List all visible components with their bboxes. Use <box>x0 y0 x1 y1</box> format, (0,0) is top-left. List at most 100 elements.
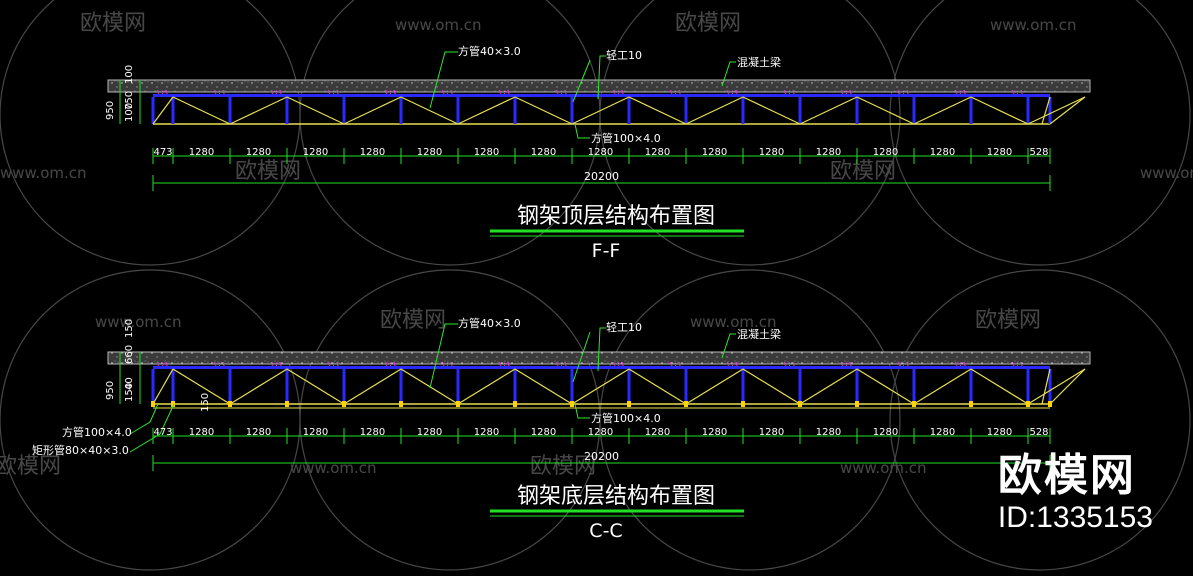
vertical-post <box>855 97 859 124</box>
span-dimension: 1280 <box>987 427 1012 438</box>
leader-rect-tube <box>129 403 175 453</box>
web-diagonal <box>514 368 573 405</box>
watermark-circle <box>0 269 301 571</box>
vertical-post <box>456 97 460 124</box>
watermark-site: www.om.cn <box>0 164 87 182</box>
vertical-post <box>151 369 155 404</box>
bottom-node <box>798 401 802 407</box>
anchor-mark: ɩ:ɩ <box>213 88 226 96</box>
vertical-post <box>285 369 289 404</box>
span-dimension: 528 <box>1029 427 1048 438</box>
label-tube100: 方管100×4.0 <box>591 131 661 145</box>
span-dimension: 1280 <box>645 427 670 438</box>
vertical-post <box>1048 97 1052 124</box>
leader-ibeam <box>597 55 606 100</box>
anchor-mark: ɩ:ɩ <box>498 88 511 96</box>
anchor-mark: ɩ:ɩ <box>327 360 340 368</box>
anchor-mark: ɩ:ɩ <box>669 360 682 368</box>
span-dimension: 1280 <box>702 147 727 158</box>
vertical-post <box>513 369 517 404</box>
height-dim: 950 <box>105 101 116 120</box>
height-dim: 100 <box>124 103 135 122</box>
height-dim: 660 <box>124 345 135 364</box>
watermark-name: 欧模网 <box>80 11 146 36</box>
section-label: C-C <box>589 520 622 542</box>
web-diagonal <box>514 96 573 125</box>
span-dimension: 1280 <box>360 427 385 438</box>
bottom-node <box>570 401 574 407</box>
vertical-post <box>1048 369 1052 404</box>
drawing-title: 钢架底层结构布置图 <box>517 484 715 509</box>
span-dimension: 1280 <box>930 427 955 438</box>
web-diagonal <box>799 368 858 405</box>
anchor-mark: ɩ:ɩ <box>954 360 967 368</box>
height-dim: 950 <box>105 381 116 400</box>
label-tube100-left: 方管100×4.0 <box>62 425 132 439</box>
anchor-mark: ɩ:ɩ <box>840 360 853 368</box>
anchor-mark: ɩ:ɩ <box>1011 88 1024 96</box>
watermark-name: 欧模网 <box>0 454 61 479</box>
vertical-post <box>228 369 232 404</box>
watermark-circle <box>299 0 601 266</box>
web-diagonal <box>628 368 687 405</box>
vertical-post <box>513 97 517 124</box>
vertical-post <box>456 369 460 404</box>
bottom-node <box>399 401 403 407</box>
web-diagonal <box>628 96 687 125</box>
watermark-site: www.om.cn <box>690 313 777 331</box>
span-dimension: 1280 <box>474 427 499 438</box>
vertical-post <box>741 369 745 404</box>
vertical-post <box>1026 369 1030 404</box>
vertical-post <box>969 369 973 404</box>
leader-concrete <box>721 333 736 359</box>
label-tube100: 方管100×4.0 <box>591 411 661 425</box>
vertical-post <box>151 97 155 124</box>
web-diagonal <box>685 96 744 125</box>
vertical-post <box>798 97 802 124</box>
vertical-post <box>285 97 289 124</box>
bottom-node <box>741 401 745 407</box>
anchor-mark: ɩ:ɩ <box>213 360 226 368</box>
leader-tube100 <box>574 403 590 419</box>
vertical-post <box>342 369 346 404</box>
top-chord <box>153 94 1050 97</box>
span-dimension: 1280 <box>816 427 841 438</box>
watermark-circle <box>889 269 1191 571</box>
span-dimension: 1280 <box>930 147 955 158</box>
watermark-site: www.om.cn <box>95 313 182 331</box>
web-diagonal <box>799 96 858 125</box>
web-diagonal <box>343 368 402 405</box>
web-diagonal <box>1027 368 1086 405</box>
web-diagonal <box>457 368 516 405</box>
span-dimension: 1280 <box>759 147 784 158</box>
leader-concrete <box>721 61 736 87</box>
bottom-node <box>969 401 973 407</box>
anchor-mark: ɩ:ɩ <box>327 88 340 96</box>
anchor-mark: ɩ:ɩ <box>783 88 796 96</box>
web-diagonal <box>1049 368 1086 405</box>
span-dimension: 1280 <box>588 427 613 438</box>
vertical-post <box>399 97 403 124</box>
anchor-mark: ɩ:ɩ <box>954 88 967 96</box>
watermark-site: www.om.cn <box>1140 164 1193 182</box>
span-dimension: 473 <box>153 427 172 438</box>
watermark-name: 欧模网 <box>380 308 446 333</box>
vertical-post <box>912 97 916 124</box>
top-chord <box>153 366 1050 369</box>
bottom-node <box>285 401 289 407</box>
anchor-mark: ɩ:ɩ <box>612 360 625 368</box>
span-dimension: 1280 <box>246 427 271 438</box>
watermark-circle <box>0 0 301 266</box>
anchor-mark: ɩ:ɩ <box>384 360 397 368</box>
span-dimension: 1280 <box>189 147 214 158</box>
vertical-post <box>798 369 802 404</box>
vertical-post <box>1026 97 1030 124</box>
anchor-mark: ɩ:ɩ <box>555 360 568 368</box>
anchor-mark: ɩ:ɩ <box>726 88 739 96</box>
vertical-post <box>741 97 745 124</box>
label-ibeam: 轻工10 <box>606 320 642 334</box>
span-dimension: 1280 <box>417 427 442 438</box>
span-dimension: 1280 <box>246 147 271 158</box>
